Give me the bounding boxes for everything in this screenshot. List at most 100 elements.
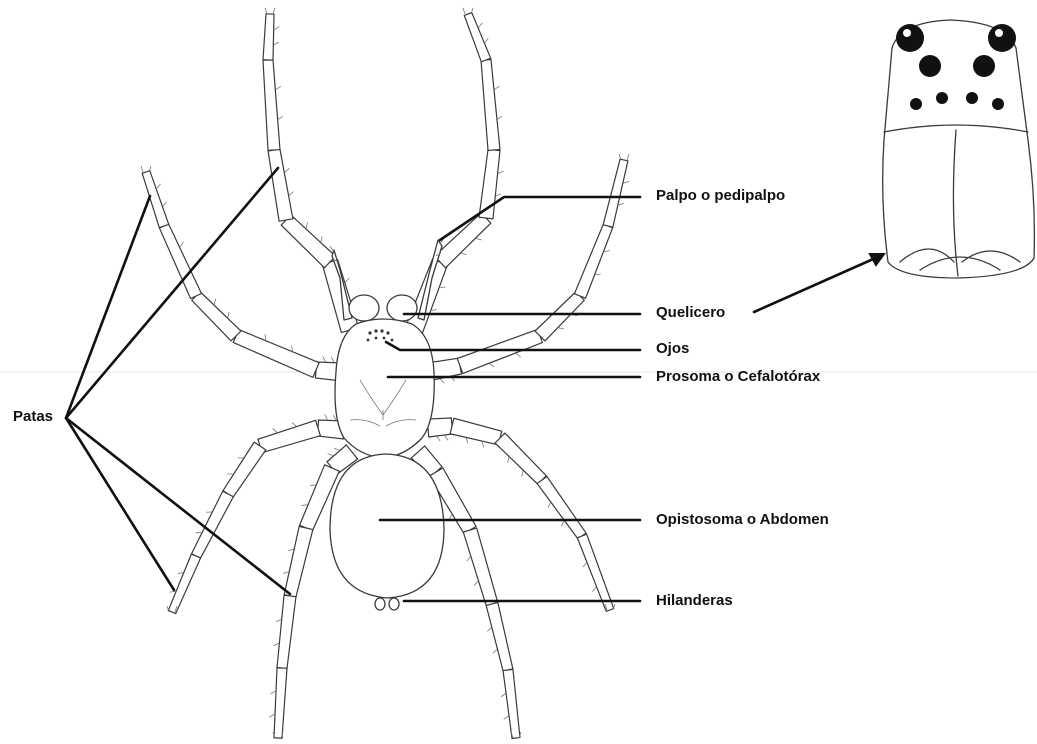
leg-hair — [276, 619, 281, 621]
leg-claw — [619, 154, 629, 160]
closeup-arrow-line — [754, 256, 880, 312]
leg-hair — [345, 278, 349, 282]
leg-segment — [463, 528, 497, 606]
leg-claw — [463, 8, 473, 14]
leg-left-2 — [141, 166, 343, 381]
leg-hair — [624, 181, 630, 183]
leg-hair — [310, 485, 316, 486]
leg-hair — [461, 253, 467, 255]
leg-segment — [574, 224, 612, 298]
leg-hair — [498, 171, 503, 173]
leg-hair — [306, 223, 307, 229]
leg-segment — [168, 554, 200, 614]
leg-hair — [278, 116, 283, 119]
leg-hair — [522, 471, 523, 477]
leg-segment — [464, 13, 490, 62]
leg-segment — [486, 603, 513, 672]
leg-hair — [157, 184, 161, 188]
label-quelicero: Quelicero — [656, 304, 725, 322]
leg-hair — [516, 353, 521, 357]
leg-hair — [467, 557, 471, 561]
leg-hair — [265, 334, 266, 340]
leg-segment — [503, 669, 520, 738]
leg-segment — [603, 159, 628, 227]
leg-hair — [496, 194, 501, 196]
leg-hair — [288, 549, 294, 551]
leg-hair — [583, 562, 587, 567]
leg-segment — [277, 595, 296, 668]
patas-leaders — [66, 168, 290, 594]
label-opistosoma: Opistosoma o Abdomen — [656, 511, 829, 529]
leg-hair — [487, 627, 491, 631]
leg-hair — [334, 448, 339, 450]
leg-hair — [482, 442, 484, 448]
leg-segment — [274, 668, 287, 739]
leg-hair — [476, 238, 482, 240]
leg-segment — [159, 224, 201, 299]
leg-hair — [479, 23, 483, 28]
leg-hair — [504, 716, 509, 720]
leg-hair — [273, 428, 277, 432]
leg-hair — [180, 242, 183, 247]
leg-segment — [281, 215, 335, 268]
leg-hair — [495, 86, 500, 89]
leg-hair — [321, 237, 322, 243]
leg-segment — [481, 60, 500, 151]
leg-hair — [592, 587, 596, 592]
label-ojos: Ojos — [656, 340, 689, 358]
leg-hair — [508, 457, 509, 463]
leg-hair — [163, 202, 167, 206]
closeup-arrowhead — [870, 254, 884, 265]
leg-hair — [497, 116, 502, 119]
leg-right-1 — [406, 8, 504, 333]
leg-segment — [450, 418, 502, 445]
leg-hair — [292, 422, 296, 426]
leg-hair — [228, 312, 229, 318]
label-palpo: Palpo o pedipalpo — [656, 187, 785, 205]
leg-hair — [431, 310, 437, 311]
leg-claw — [265, 8, 275, 14]
leg-hair — [558, 328, 564, 329]
leg-segment — [142, 171, 169, 228]
leg-hair — [283, 572, 289, 574]
leg-hair — [618, 203, 624, 205]
leg-segment — [495, 433, 546, 484]
leg-hair — [445, 436, 448, 441]
leg-hair — [440, 379, 444, 383]
leg-hair — [501, 693, 506, 697]
leg-hair — [474, 581, 478, 585]
opistosoma — [330, 454, 444, 598]
leg-hair — [178, 573, 184, 574]
leg-segment — [427, 418, 452, 437]
leg-hair — [289, 192, 293, 196]
head-closeup — [883, 20, 1035, 278]
leg-hair — [331, 357, 334, 362]
leg-hair — [466, 438, 468, 444]
leg-hair — [595, 274, 601, 275]
leg-hair — [333, 415, 336, 420]
leg-hair — [214, 299, 215, 305]
leg-hair — [325, 414, 328, 419]
label-prosoma: Prosoma o Cefalotórax — [656, 368, 820, 386]
leg-segment — [535, 292, 584, 341]
leg-segment — [284, 526, 313, 597]
prosoma — [335, 319, 434, 458]
leg-segment — [192, 292, 241, 341]
leg-hair — [269, 714, 274, 717]
chelicerae — [349, 295, 417, 321]
leg-hair — [604, 251, 610, 252]
leg-segment — [479, 149, 500, 219]
leg-hair — [561, 521, 563, 526]
leg-hair — [276, 86, 281, 89]
leg-hair — [440, 287, 446, 288]
leg-hair — [274, 42, 279, 45]
leg-hair — [493, 649, 497, 653]
leg-hair — [273, 643, 278, 645]
leg-hair — [302, 505, 308, 506]
leg-hair — [548, 502, 550, 507]
leg-segment — [457, 329, 542, 373]
leg-hair — [274, 27, 279, 30]
leg-segment — [258, 420, 320, 452]
leg-hair — [292, 346, 293, 352]
